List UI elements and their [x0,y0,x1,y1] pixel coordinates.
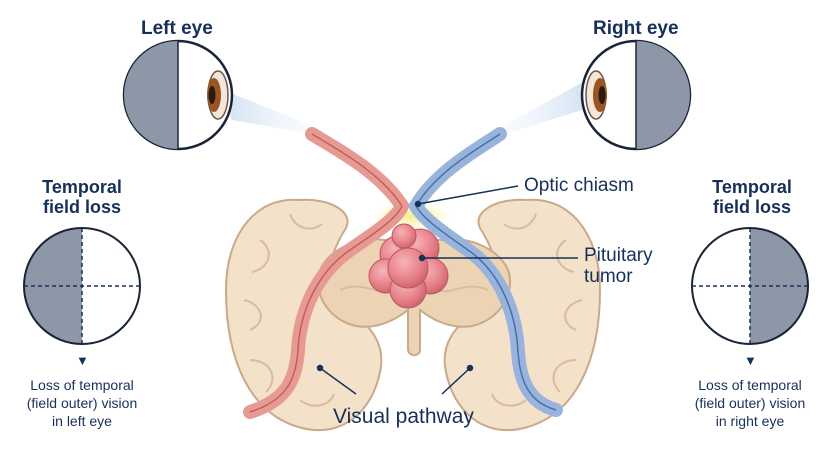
left-panel-heading-line1: Temporal [42,177,122,197]
pituitary-tumor-label-line1: Pituitary [584,245,653,266]
left-eye-label: Left eye [141,18,213,39]
optic-chiasm-leader [417,185,519,205]
right-panel-heading-line2: field loss [712,197,792,218]
left-visual-field-chart [23,227,141,345]
left-panel-heading-line2: field loss [42,197,122,218]
right-visual-field-chart [691,227,809,345]
right-caption-line1: Loss of temporal [698,377,802,393]
pituitary-tumor-label: Pituitary tumor [584,245,653,288]
left-caption-line2: (field outer) vision [26,395,138,412]
visual-pathway-label: Visual pathway [333,405,474,428]
left-caption-line3: in left eye [52,413,112,430]
right-panel-caption: Loss of temporal (field outer) vision in… [680,376,820,431]
right-optic-pathway-edge [415,133,557,411]
visual-pathway-leader-right [441,367,471,395]
left-optic-pathway-edge [249,133,403,413]
right-caption-line2: (field outer) vision [694,395,806,412]
right-panel-heading-line1: Temporal [712,177,792,197]
right-eye-label: Right eye [593,18,679,39]
right-eye-illustration [580,39,692,151]
left-light-beam [218,88,318,134]
optic-chiasm-label: Optic chiasm [524,175,634,196]
right-down-arrow-icon: ▼ [744,353,757,368]
right-panel-heading: Temporal field loss [692,177,812,217]
visual-pathway-leader-left [319,367,357,395]
left-panel-caption: Loss of temporal (field outer) vision in… [12,376,152,431]
left-eye-illustration [122,39,234,151]
left-down-arrow-icon: ▼ [76,353,89,368]
right-caption-line3: in right eye [715,413,785,430]
right-light-beam [500,78,590,134]
left-caption-line1: Loss of temporal [30,377,134,393]
left-panel-heading: Temporal field loss [22,177,142,217]
leader-lines [316,185,578,395]
pituitary-tumor-illustration [368,223,449,309]
pituitary-tumor-label-line2: tumor [584,266,633,288]
